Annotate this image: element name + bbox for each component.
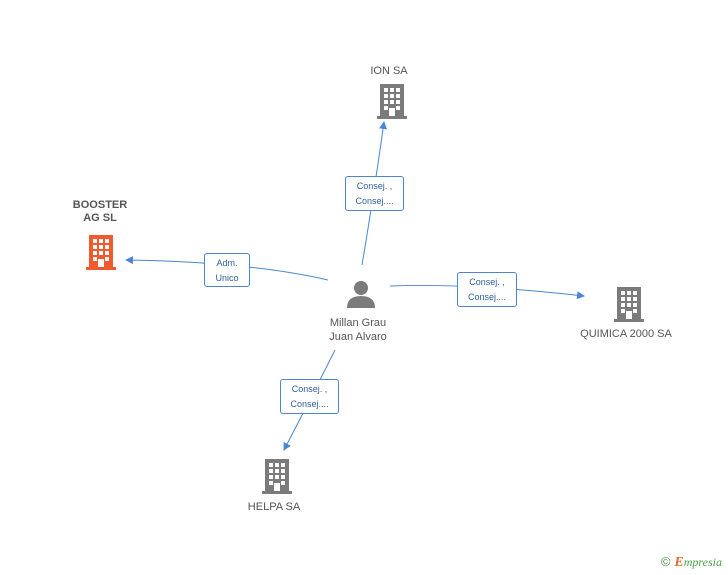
brand-logo-text: mpresia (683, 555, 722, 569)
booster-line1: BOOSTER (72, 199, 128, 211)
edge-label-quimica-line1: Consej. , (469, 277, 505, 287)
person-name-line2: Juan Alvaro (329, 331, 387, 343)
edge-label-booster-line2: Unico (215, 273, 239, 283)
copyright-icon: © (660, 554, 671, 569)
edge-label-helpa-line1: Consej. , (291, 384, 328, 394)
building-icon-ion[interactable] (377, 84, 407, 119)
node-label-booster[interactable]: BOOSTER AG SL (60, 199, 140, 225)
node-label-quimica[interactable]: QUIMICA 2000 SA (580, 328, 672, 340)
edge-label-quimica-line2: Consej.... (467, 292, 507, 302)
edge-label-booster-line1: Adm. (216, 258, 238, 268)
edge-label-helpa[interactable]: Consej. , Consej.... (280, 379, 339, 414)
brand-logo-letter: E (674, 555, 684, 570)
edge-label-ion[interactable]: Consej. , Consej.... (345, 176, 404, 211)
node-label-ion[interactable]: ION SA (370, 65, 408, 77)
edge-label-ion-line1: Consej. , (356, 181, 393, 191)
building-icon-booster[interactable] (86, 235, 116, 270)
edge-label-booster[interactable]: Adm. Unico (204, 253, 250, 287)
person-icon[interactable] (347, 281, 375, 308)
edge-label-ion-line2: Consej.... (355, 196, 394, 206)
node-label-helpa[interactable]: HELPA SA (247, 501, 301, 513)
person-label[interactable]: Millan Grau Juan Alvaro (308, 316, 408, 344)
edge-label-helpa-line2: Consej.... (290, 399, 329, 409)
edge-label-quimica[interactable]: Consej. , Consej.... (457, 272, 517, 307)
brand-footer[interactable]: ©Empresia (661, 554, 722, 571)
booster-line2: AG SL (83, 212, 117, 224)
building-icon-helpa[interactable] (262, 459, 292, 494)
building-icon-quimica[interactable] (614, 287, 644, 322)
person-name-line1: Millan Grau (329, 317, 387, 329)
